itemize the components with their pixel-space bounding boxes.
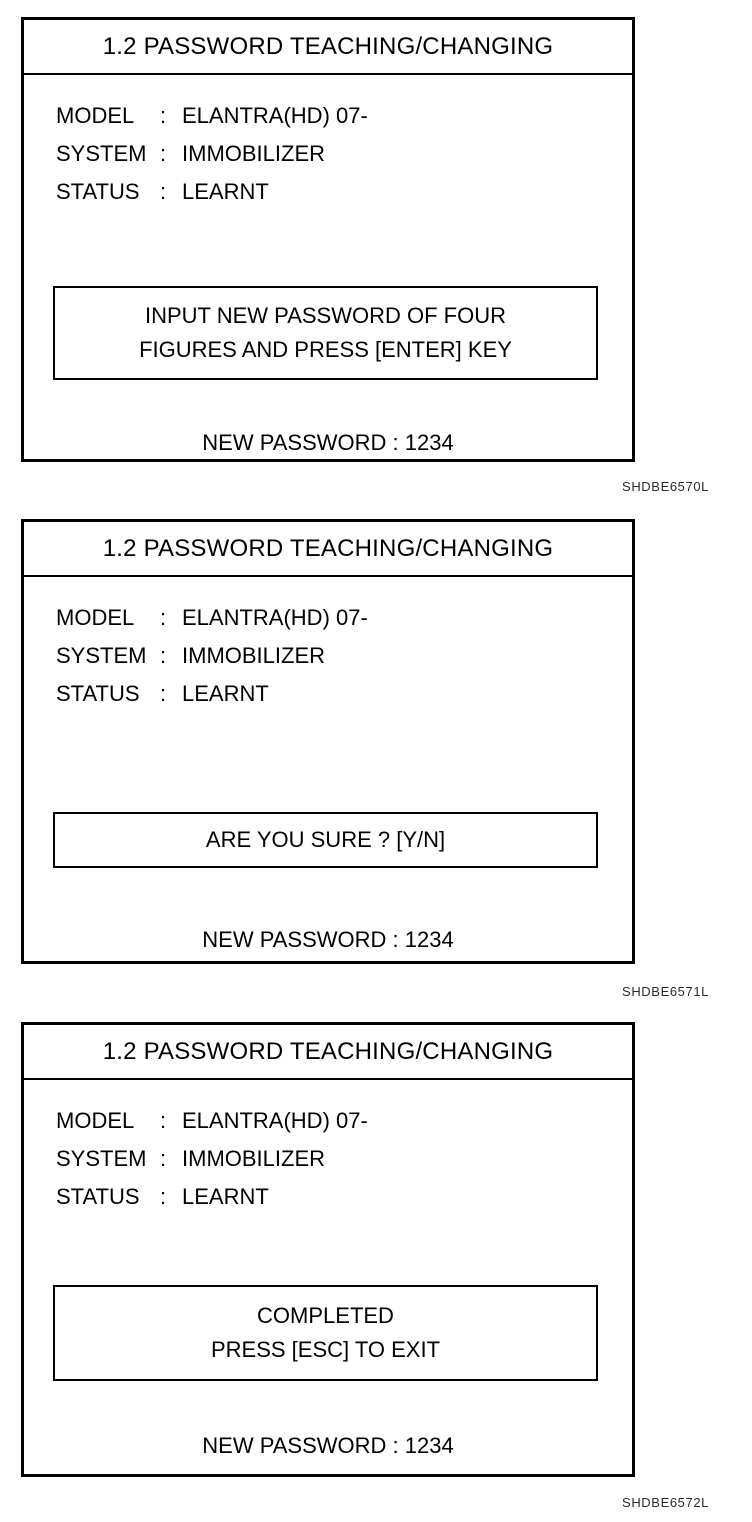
screen-title-bar: 1.2 PASSWORD TEACHING/CHANGING (24, 522, 632, 577)
figure-confirm-prompt: 1.2 PASSWORD TEACHING/CHANGING MODEL : E… (0, 505, 752, 1010)
model-colon: : (160, 103, 167, 128)
info-row-system: SYSTEM : IMMOBILIZER (56, 1140, 632, 1178)
status-label: STATUS (56, 179, 140, 204)
screen-body: MODEL : ELANTRA(HD) 07- SYSTEM : IMMOBIL… (24, 577, 632, 964)
vehicle-info-block: MODEL : ELANTRA(HD) 07- SYSTEM : IMMOBIL… (24, 75, 632, 211)
figure-reference-code: SHDBE6572L (622, 1495, 709, 1510)
screen-body: MODEL : ELANTRA(HD) 07- SYSTEM : IMMOBIL… (24, 1080, 632, 1477)
page-title: 1.2 PASSWORD TEACHING/CHANGING (102, 534, 554, 562)
model-colon: : (160, 605, 167, 630)
system-value: IMMOBILIZER (182, 643, 326, 668)
new-password-readout: NEW PASSWORD : 1234 (202, 927, 454, 952)
model-label: MODEL (56, 605, 135, 630)
vehicle-info-block: MODEL : ELANTRA(HD) 07- SYSTEM : IMMOBIL… (24, 1080, 632, 1216)
screen-title-bar: 1.2 PASSWORD TEACHING/CHANGING (24, 20, 632, 75)
new-password-readout: NEW PASSWORD : 1234 (202, 430, 454, 455)
system-label: SYSTEM (56, 1146, 147, 1171)
confirm-message-line-1: ARE YOU SURE ? [Y/N] (205, 827, 446, 852)
vehicle-info-block: MODEL : ELANTRA(HD) 07- SYSTEM : IMMOBIL… (24, 577, 632, 713)
info-row-status: STATUS : LEARNT (56, 675, 632, 713)
info-row-system: SYSTEM : IMMOBILIZER (56, 135, 632, 173)
system-label: SYSTEM (56, 141, 147, 166)
screen-title-bar: 1.2 PASSWORD TEACHING/CHANGING (24, 1025, 632, 1080)
system-colon: : (160, 1146, 167, 1171)
figure-reference-code: SHDBE6571L (622, 984, 709, 999)
system-label: SYSTEM (56, 643, 147, 668)
model-value: ELANTRA(HD) 07- (182, 103, 368, 128)
page-title: 1.2 PASSWORD TEACHING/CHANGING (102, 1037, 554, 1065)
info-row-status: STATUS : LEARNT (56, 173, 632, 211)
figure-password-input: 1.2 PASSWORD TEACHING/CHANGING MODEL : E… (0, 0, 752, 505)
info-row-model: MODEL : ELANTRA(HD) 07- (56, 97, 632, 135)
scan-tool-screen-1: 1.2 PASSWORD TEACHING/CHANGING MODEL : E… (21, 17, 635, 462)
system-colon: : (160, 643, 167, 668)
info-row-model: MODEL : ELANTRA(HD) 07- (56, 1102, 632, 1140)
status-value: LEARNT (182, 681, 269, 706)
screen-body: MODEL : ELANTRA(HD) 07- SYSTEM : IMMOBIL… (24, 75, 632, 462)
page-title: 1.2 PASSWORD TEACHING/CHANGING (102, 32, 554, 60)
status-value: LEARNT (182, 179, 269, 204)
completed-message-line-2: PRESS [ESC] TO EXIT (210, 1337, 441, 1362)
system-value: IMMOBILIZER (182, 1146, 326, 1171)
status-value: LEARNT (182, 1184, 269, 1209)
prompt-message-line-1: INPUT NEW PASSWORD OF FOUR (145, 303, 506, 328)
system-colon: : (160, 141, 167, 166)
info-row-model: MODEL : ELANTRA(HD) 07- (56, 599, 632, 637)
model-label: MODEL (56, 103, 135, 128)
completed-message-line-1: COMPLETED (257, 1303, 394, 1328)
status-colon: : (160, 179, 167, 204)
status-label: STATUS (56, 1184, 140, 1209)
prompt-message-line-2: FIGURES AND PRESS [ENTER] KEY (139, 337, 512, 362)
prompt-message-box: INPUT NEW PASSWORD OF FOUR FIGURES AND P… (53, 286, 598, 380)
model-value: ELANTRA(HD) 07- (182, 1108, 368, 1133)
figure-completed: 1.2 PASSWORD TEACHING/CHANGING MODEL : E… (0, 1010, 752, 1522)
status-colon: : (160, 681, 167, 706)
completed-message-box: COMPLETED PRESS [ESC] TO EXIT (53, 1285, 598, 1381)
scan-tool-screen-2: 1.2 PASSWORD TEACHING/CHANGING MODEL : E… (21, 519, 635, 964)
model-colon: : (160, 1108, 167, 1133)
scan-tool-screen-3: 1.2 PASSWORD TEACHING/CHANGING MODEL : E… (21, 1022, 635, 1477)
new-password-readout: NEW PASSWORD : 1234 (202, 1433, 454, 1458)
figure-reference-code: SHDBE6570L (622, 479, 709, 494)
model-label: MODEL (56, 1108, 135, 1133)
info-row-system: SYSTEM : IMMOBILIZER (56, 637, 632, 675)
system-value: IMMOBILIZER (182, 141, 326, 166)
model-value: ELANTRA(HD) 07- (182, 605, 368, 630)
status-colon: : (160, 1184, 167, 1209)
confirm-message-box: ARE YOU SURE ? [Y/N] (53, 812, 598, 868)
info-row-status: STATUS : LEARNT (56, 1178, 632, 1216)
status-label: STATUS (56, 681, 140, 706)
